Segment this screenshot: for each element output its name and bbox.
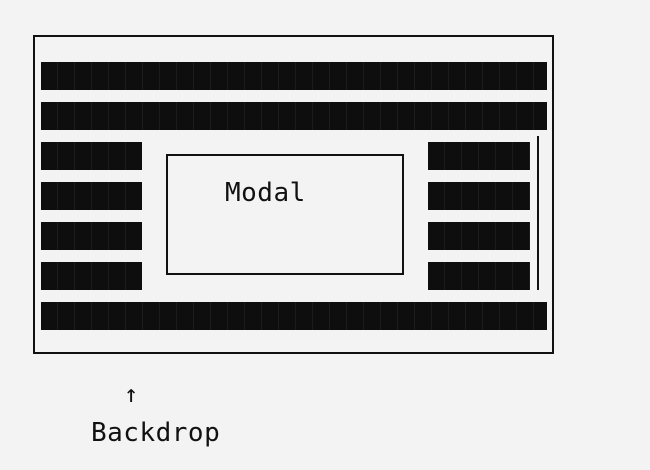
backdrop-content-row-7 [41,302,547,330]
backdrop-content-right-row-3 [428,142,530,170]
modal-label: Modal [225,178,306,208]
backdrop-content-right-row-6 [428,262,530,290]
modal-box [166,154,404,275]
up-arrow-icon: ↑ [124,380,139,408]
backdrop-content-left-row-6 [41,262,142,290]
backdrop-content-right-row-5 [428,222,530,250]
backdrop-content-left-row-3 [41,142,142,170]
backdrop-content-right-row-4 [428,182,530,210]
backdrop-content-left-row-5 [41,222,142,250]
backdrop-content-row-2 [41,102,547,130]
backdrop-frame [33,35,554,354]
backdrop-label: Backdrop [91,418,221,448]
backdrop-content-left-row-4 [41,182,142,210]
backdrop-content-row-1 [41,62,547,90]
backdrop-right-inner-edge [537,136,539,290]
